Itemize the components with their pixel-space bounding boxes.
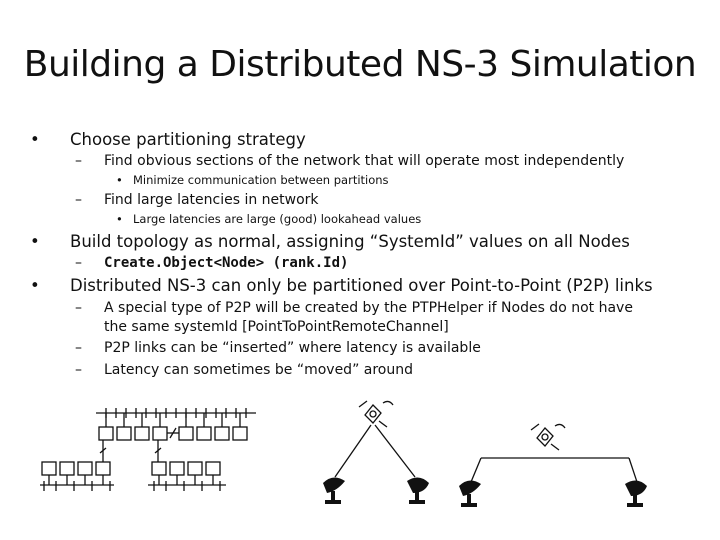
bullet-text: the same systemId [PointToPointRemoteCha…: [104, 319, 449, 335]
dish-antenna-icon: [459, 480, 481, 507]
bullet-marker: –: [75, 192, 82, 208]
bullet-text: P2P links can be “inserted” where latenc…: [104, 340, 481, 356]
bullet-marker: –: [75, 362, 82, 378]
bullet-marker: •: [116, 173, 123, 187]
bullet-text: Minimize communication between partition…: [133, 173, 389, 187]
satellite-link-diagram: [459, 423, 647, 507]
bullet-text: Distributed NS-3 can only be partitioned…: [70, 276, 653, 295]
dish-antenna-icon: [625, 480, 647, 507]
bullet-marker: –: [75, 255, 82, 271]
bullet-marker: •: [30, 276, 40, 295]
bullet-marker: –: [75, 300, 82, 316]
bullet-marker: –: [75, 340, 82, 356]
satellite-icon: [358, 400, 394, 428]
bullet-text: A special type of P2P will be created by…: [104, 300, 633, 316]
bullet-text: Find obvious sections of the network tha…: [104, 153, 625, 169]
code-snippet: Create.Object<Node> (rank.Id): [104, 255, 349, 271]
bullet-text: Latency can sometimes be “moved” around: [104, 362, 413, 378]
dish-antenna-icon: [323, 477, 345, 504]
bullet-marker: •: [116, 212, 123, 226]
satellite-icon: [530, 423, 566, 451]
bullet-text: Choose partitioning strategy: [70, 130, 306, 149]
bullet-text: Large latencies are large (good) lookahe…: [133, 212, 422, 226]
bullet-text: Find large latencies in network: [104, 192, 319, 208]
lan-topology-diagram: [40, 408, 256, 491]
slide-title: Building a Distributed NS-3 Simulation: [23, 44, 697, 85]
bullet-marker: •: [30, 232, 40, 251]
dish-antenna-icon: [407, 477, 429, 504]
bullet-marker: •: [30, 130, 40, 149]
bullet-marker: –: [75, 153, 82, 169]
satellite-relay-diagram: [323, 400, 429, 504]
bullet-text: Build topology as normal, assigning “Sys…: [70, 232, 630, 251]
